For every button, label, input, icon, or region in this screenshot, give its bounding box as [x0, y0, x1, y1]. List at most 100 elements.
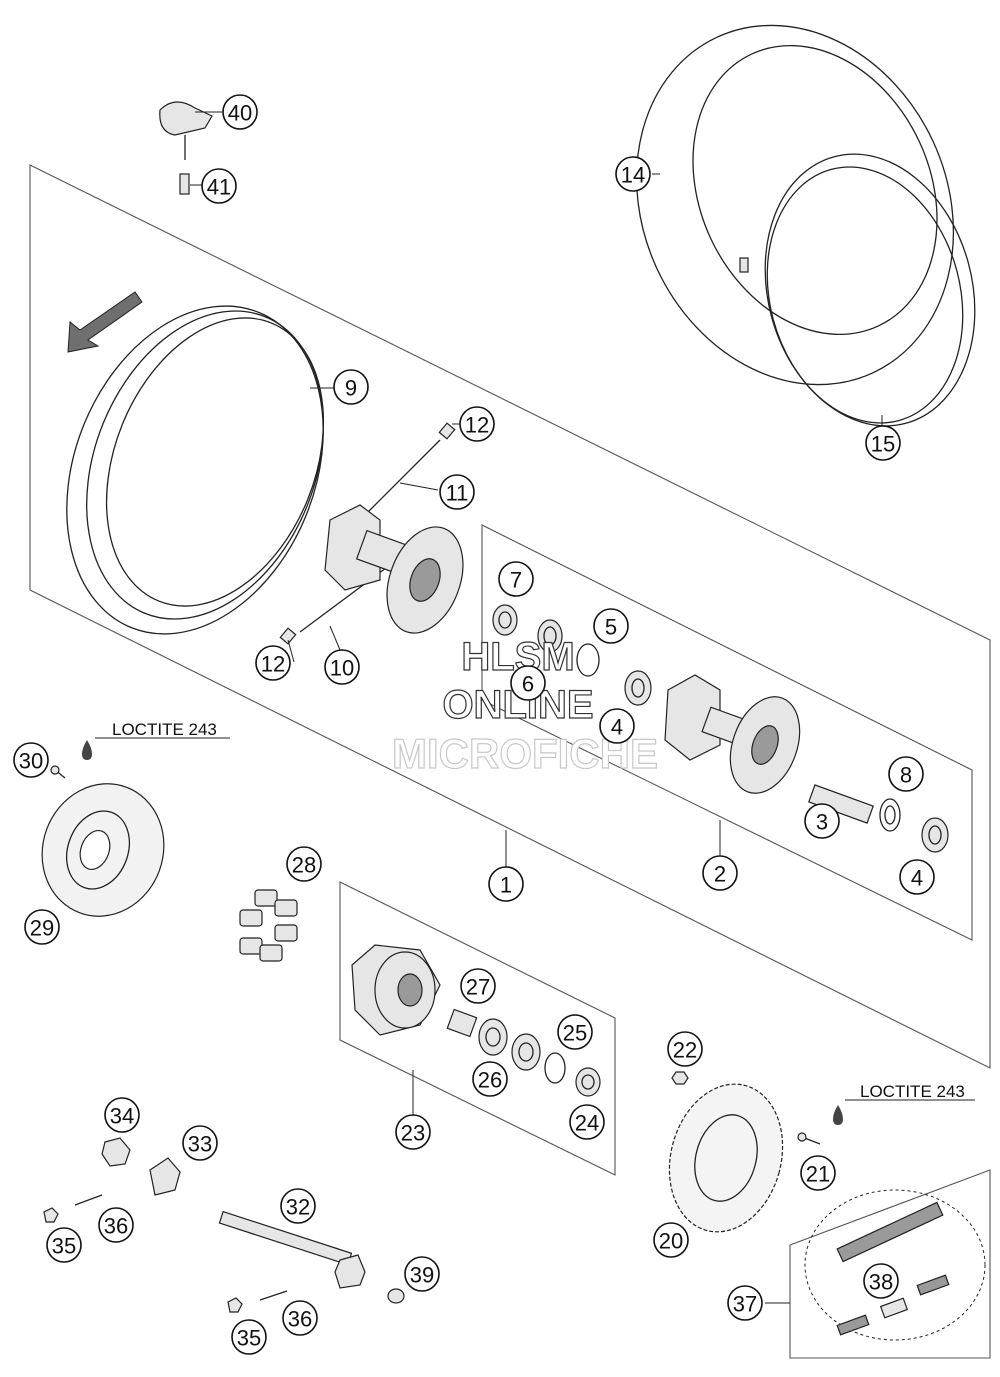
sprocket-screw — [797, 1132, 821, 1145]
carrier-bearing — [478, 1018, 541, 1071]
callout-26: 26 — [472, 1061, 508, 1097]
callout-20: 20 — [653, 1222, 689, 1258]
callout-number: 33 — [188, 1132, 212, 1157]
assembly-frame-chain — [789, 1169, 991, 1359]
callout-circle — [24, 909, 60, 945]
callout-32: 32 — [280, 1188, 316, 1224]
callout-number: 39 — [410, 1263, 434, 1288]
callout-circle — [104, 1097, 140, 1133]
distance-washer — [879, 798, 901, 832]
callout-circle — [510, 665, 546, 701]
callout-12: 12 — [459, 406, 495, 442]
valve-nut — [179, 173, 190, 195]
callout-circle — [899, 859, 935, 895]
callout-number: 27 — [466, 975, 490, 1000]
callout-number: 40 — [228, 101, 252, 126]
callout-7: 7 — [498, 561, 534, 597]
callout-15: 15 — [865, 425, 901, 461]
callout-24: 24 — [569, 1104, 605, 1140]
callout-circle — [460, 968, 496, 1004]
rear-sprocket — [668, 1083, 784, 1233]
loctite-note-disc: LOCTITE 243 — [112, 720, 217, 739]
rear-axle — [218, 1210, 366, 1289]
bearing — [624, 670, 652, 706]
callout-number: 25 — [563, 1021, 587, 1046]
callout-number: 3 — [816, 810, 828, 835]
axle-nut — [101, 1137, 131, 1167]
callout-circle — [667, 1031, 703, 1067]
callout-number: 12 — [261, 652, 285, 677]
callout-33: 33 — [182, 1125, 218, 1161]
callout-circle — [863, 1263, 899, 1299]
callout-36: 36 — [98, 1207, 134, 1243]
bearing — [537, 619, 563, 653]
callout-circle — [324, 649, 360, 685]
callout-number: 21 — [806, 1162, 830, 1187]
callout-9: 9 — [333, 369, 369, 405]
callout-number: 36 — [104, 1214, 128, 1239]
callout-number: 15 — [871, 432, 895, 457]
callout-circle — [472, 1061, 508, 1097]
loctite-drop-icon — [833, 1105, 843, 1125]
callout-circle — [615, 156, 651, 192]
callout-number: 32 — [286, 1195, 310, 1220]
callout-number: 1 — [500, 873, 512, 898]
callout-27: 27 — [460, 968, 496, 1004]
callout-number: 28 — [292, 853, 316, 878]
assembly-frame-wheel — [29, 164, 991, 1069]
callout-circle — [498, 561, 534, 597]
callout-39: 39 — [404, 1256, 440, 1292]
callout-number: 37 — [733, 1292, 757, 1317]
callout-41: 41 — [201, 168, 237, 204]
callout-number: 9 — [345, 376, 357, 401]
callout-number: 5 — [605, 615, 617, 640]
damper-rubber-set — [239, 889, 298, 962]
leader-lines — [95, 111, 975, 1304]
callout-35: 35 — [231, 1319, 267, 1355]
callout-circle — [599, 708, 635, 744]
spacer-sleeve — [808, 784, 874, 824]
callout-circle — [865, 425, 901, 461]
callout-circle — [395, 1114, 431, 1150]
callout-circle — [404, 1256, 440, 1292]
callout-circle — [557, 1014, 593, 1050]
callout-circle — [46, 1227, 82, 1263]
spoke-nipple — [279, 422, 456, 645]
callout-23: 23 — [395, 1114, 431, 1150]
callout-number: 22 — [673, 1038, 697, 1063]
callout-22: 22 — [667, 1031, 703, 1067]
callout-circle — [255, 645, 291, 681]
callout-40: 40 — [222, 94, 258, 130]
callout-2: 2 — [702, 855, 738, 891]
callout-circle — [439, 474, 475, 510]
callout-circle — [653, 1222, 689, 1258]
assembly-frame-hub — [481, 524, 973, 941]
callout-number: 4 — [611, 715, 623, 740]
callout-number: 24 — [575, 1111, 599, 1136]
callout-circle — [282, 1300, 318, 1336]
callout-number: 10 — [330, 656, 354, 681]
callout-number: 11 — [446, 481, 469, 506]
callout-8: 8 — [888, 756, 924, 792]
loctite-note-sprocket: LOCTITE 243 — [860, 1082, 965, 1101]
callout-36: 36 — [282, 1300, 318, 1336]
callout-number: 35 — [237, 1326, 261, 1351]
callout-number: 36 — [288, 1307, 312, 1332]
callout-11: 11 — [439, 474, 475, 510]
callout-circle — [333, 369, 369, 405]
callout-number: 30 — [19, 749, 43, 774]
callout-circle — [98, 1207, 134, 1243]
callout-25: 25 — [557, 1014, 593, 1050]
carrier-seal — [575, 1067, 601, 1097]
callout-6: 6 — [510, 665, 546, 701]
brake-disc — [41, 783, 165, 917]
callout-34: 34 — [104, 1097, 140, 1133]
callout-29: 29 — [24, 909, 60, 945]
rim — [66, 305, 325, 635]
callout-12: 12 — [255, 645, 291, 681]
callout-circle — [488, 866, 524, 902]
callout-circle — [222, 94, 258, 130]
callout-1: 1 — [488, 866, 524, 902]
callout-number: 4 — [911, 866, 923, 891]
